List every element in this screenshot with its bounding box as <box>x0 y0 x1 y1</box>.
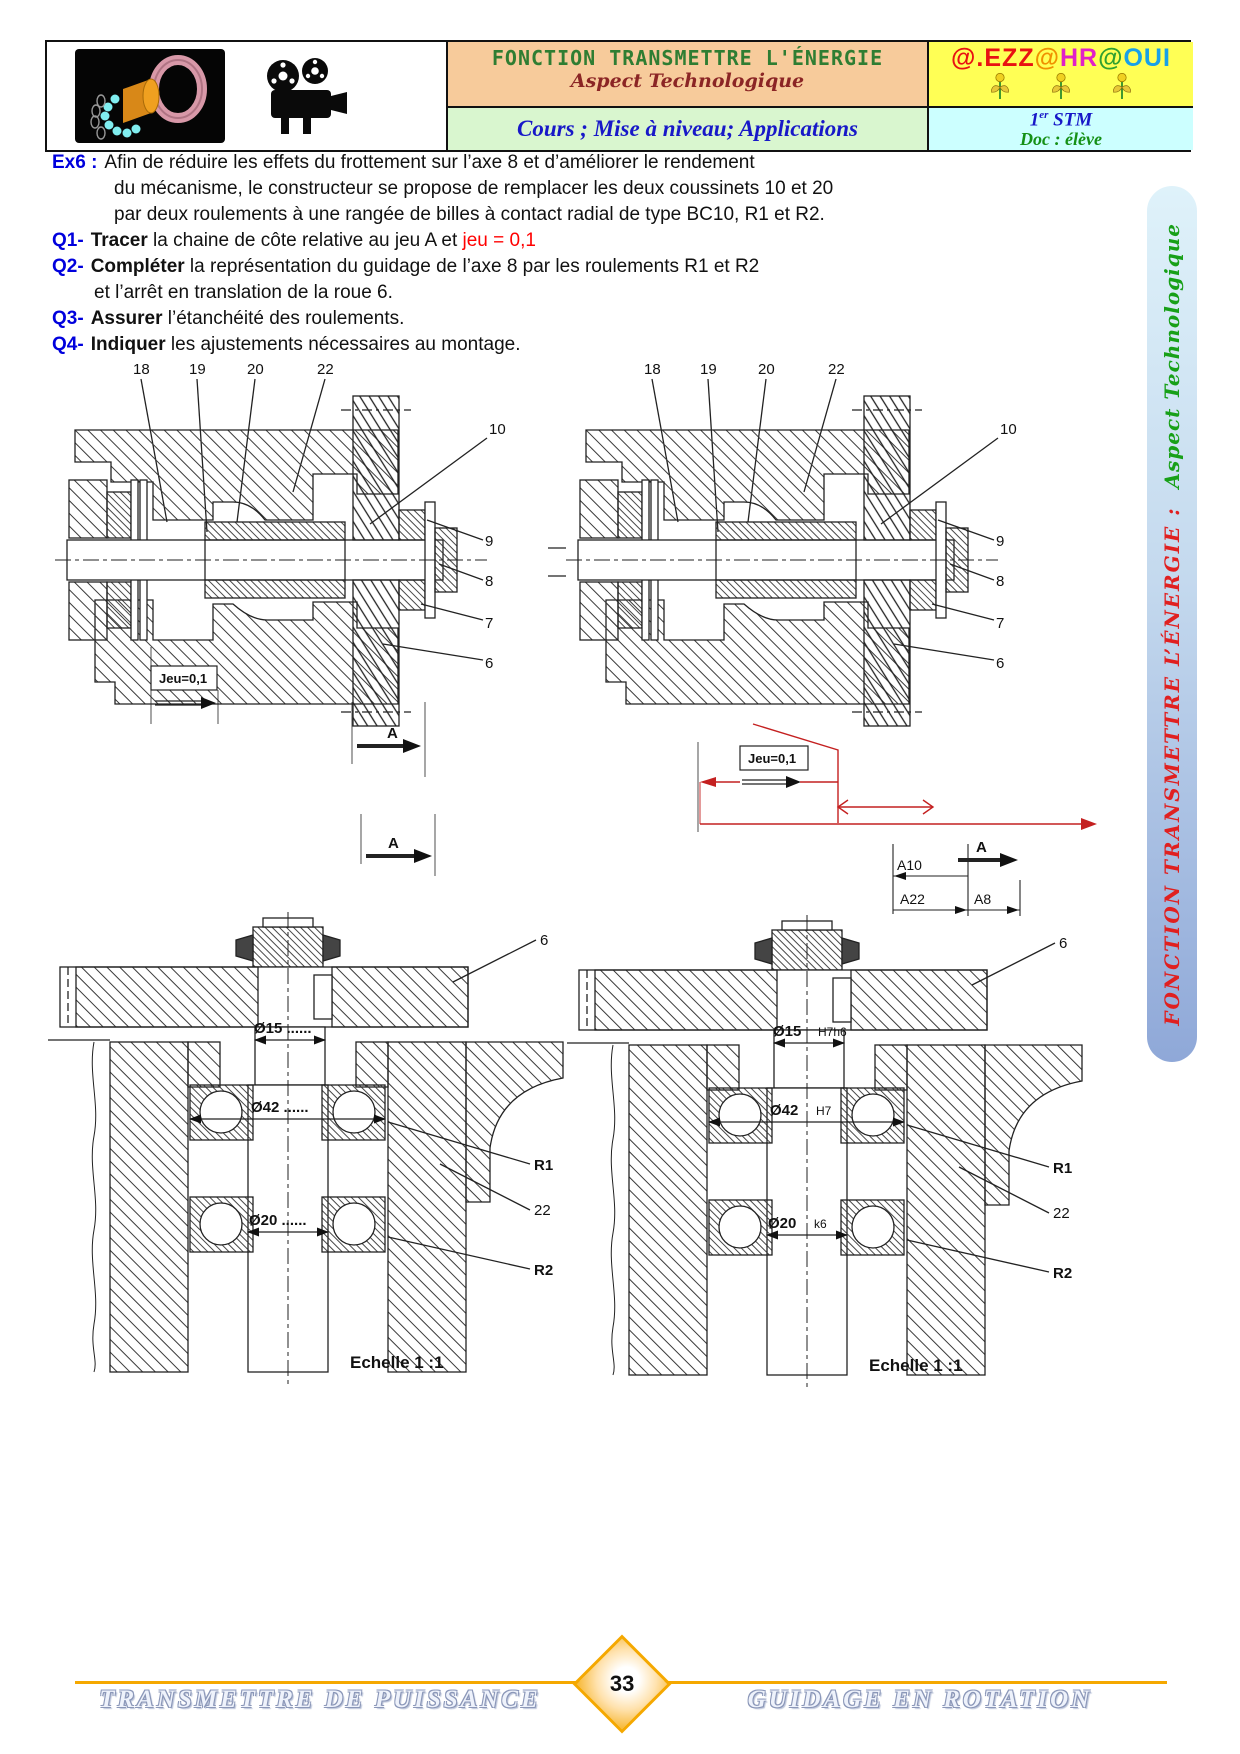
chain-label: A8 <box>974 891 991 907</box>
dim-label: Ø15 <box>773 1023 801 1040</box>
exercise-line: du mécanisme, le constructeur se propose… <box>114 178 834 199</box>
dim-label: Ø15 ...... <box>254 1020 312 1037</box>
dim-label: Ø42 ...... <box>251 1099 309 1116</box>
banner-aspect-text: Aspect Technologique <box>1160 222 1184 489</box>
author-part: @ <box>1034 44 1060 72</box>
page-number: 33 <box>609 1670 635 1696</box>
drawing-top-left-original: Jeu=0,1 A <box>55 360 507 777</box>
exercise-block: Ex6 :Afin de réduire les effets du frott… <box>52 150 1072 358</box>
exercise-line: par deux roulements à une rangée de bill… <box>114 204 825 225</box>
author-part: OUI <box>1123 44 1171 72</box>
footer-right-title: GUIDAGE EN ROTATION <box>747 1686 1093 1713</box>
bearing-parts-photo <box>75 49 225 143</box>
drawing-bottom-left-scale: A Ø15 ...... Ø42 ...... Ø20 ...... <box>48 814 580 1397</box>
author-name: @.EZZ@HR@OUI <box>929 44 1193 73</box>
question-q2: Q2-Compléter la représentation du guidag… <box>52 256 760 277</box>
drawing-top-right-chain: Jeu=0,1 A10 A22 A8 <box>548 360 1097 916</box>
tolerance-label: H7 <box>816 1104 832 1118</box>
section-label: A <box>388 835 399 852</box>
chain-label: A10 <box>897 857 922 873</box>
header-author-cell: @.EZZ@HR@OUI <box>927 42 1193 108</box>
banner-function-text: FONCTION TRANSMETTRE L’ÉNERGIE : <box>1160 505 1184 1026</box>
course-title: Cours ; Mise à niveau; Applications <box>517 116 858 141</box>
tolerance-label: k6 <box>814 1217 827 1231</box>
dim-label: Ø20 ...... <box>249 1212 307 1229</box>
exercise-line: Ex6 :Afin de réduire les effets du frott… <box>52 152 755 173</box>
jeu-dimension-label: Jeu=0,1 <box>159 671 207 686</box>
author-part: HR <box>1059 44 1099 72</box>
tolerance-label: H7h6 <box>818 1025 847 1039</box>
question-q1: Q1-Tracer la chaine de côte relative au … <box>52 230 536 251</box>
section-label: A <box>976 839 987 856</box>
jeu-highlight: jeu = 0,1 <box>462 230 536 251</box>
film-projector-icon <box>267 58 347 134</box>
doc-title: FONCTION TRANSMETTRE L'ÉNERGIE <box>491 46 884 70</box>
chain-label-box <box>892 844 1021 916</box>
vertical-banner: FONCTION TRANSMETTRE L’ÉNERGIE : Aspect … <box>1147 186 1197 1062</box>
jeu-dimension-label: Jeu=0,1 <box>748 751 796 766</box>
header-level-cell: 1er STM Doc : élève <box>927 108 1193 150</box>
page-number-diamond: 33 <box>572 1634 672 1734</box>
dim-label: Ø20 <box>768 1215 796 1232</box>
header-images-cell <box>47 42 446 150</box>
dim-label: Ø42 <box>770 1102 798 1119</box>
drawing-bottom-right-toleranced: Ø15 H7h6 Ø42 H7 Ø20 k6 <box>552 812 1097 1397</box>
header-course-cell: Cours ; Mise à niveau; Applications <box>446 108 927 150</box>
red-dimension-chain <box>699 723 1097 830</box>
author-part: @.EZZ <box>951 44 1035 72</box>
exercise-id: Ex6 : <box>52 152 98 173</box>
flower-icons-row <box>929 73 1193 101</box>
question-q2-line2: et l’arrêt en translation de la roue 6. <box>94 282 393 303</box>
doc-subtitle: Aspect Technologique <box>570 70 805 92</box>
doc-type: Doc : élève <box>1020 129 1102 150</box>
class-level: 1er STM <box>1029 109 1093 131</box>
question-q4: Q4-Indiquer les ajustements nécessaires … <box>52 334 521 355</box>
question-q3: Q3-Assurer l’étanchéité des roulements. <box>52 308 405 329</box>
author-part: @ <box>1098 44 1124 72</box>
section-label: A <box>387 725 398 742</box>
header-table: FONCTION TRANSMETTRE L'ÉNERGIE Aspect Te… <box>45 40 1193 152</box>
header-title-cell: FONCTION TRANSMETTRE L'ÉNERGIE Aspect Te… <box>446 42 927 108</box>
chain-label: A22 <box>900 891 925 907</box>
footer-left-title: TRANSMETTRE DE PUISSANCE <box>99 1686 541 1713</box>
